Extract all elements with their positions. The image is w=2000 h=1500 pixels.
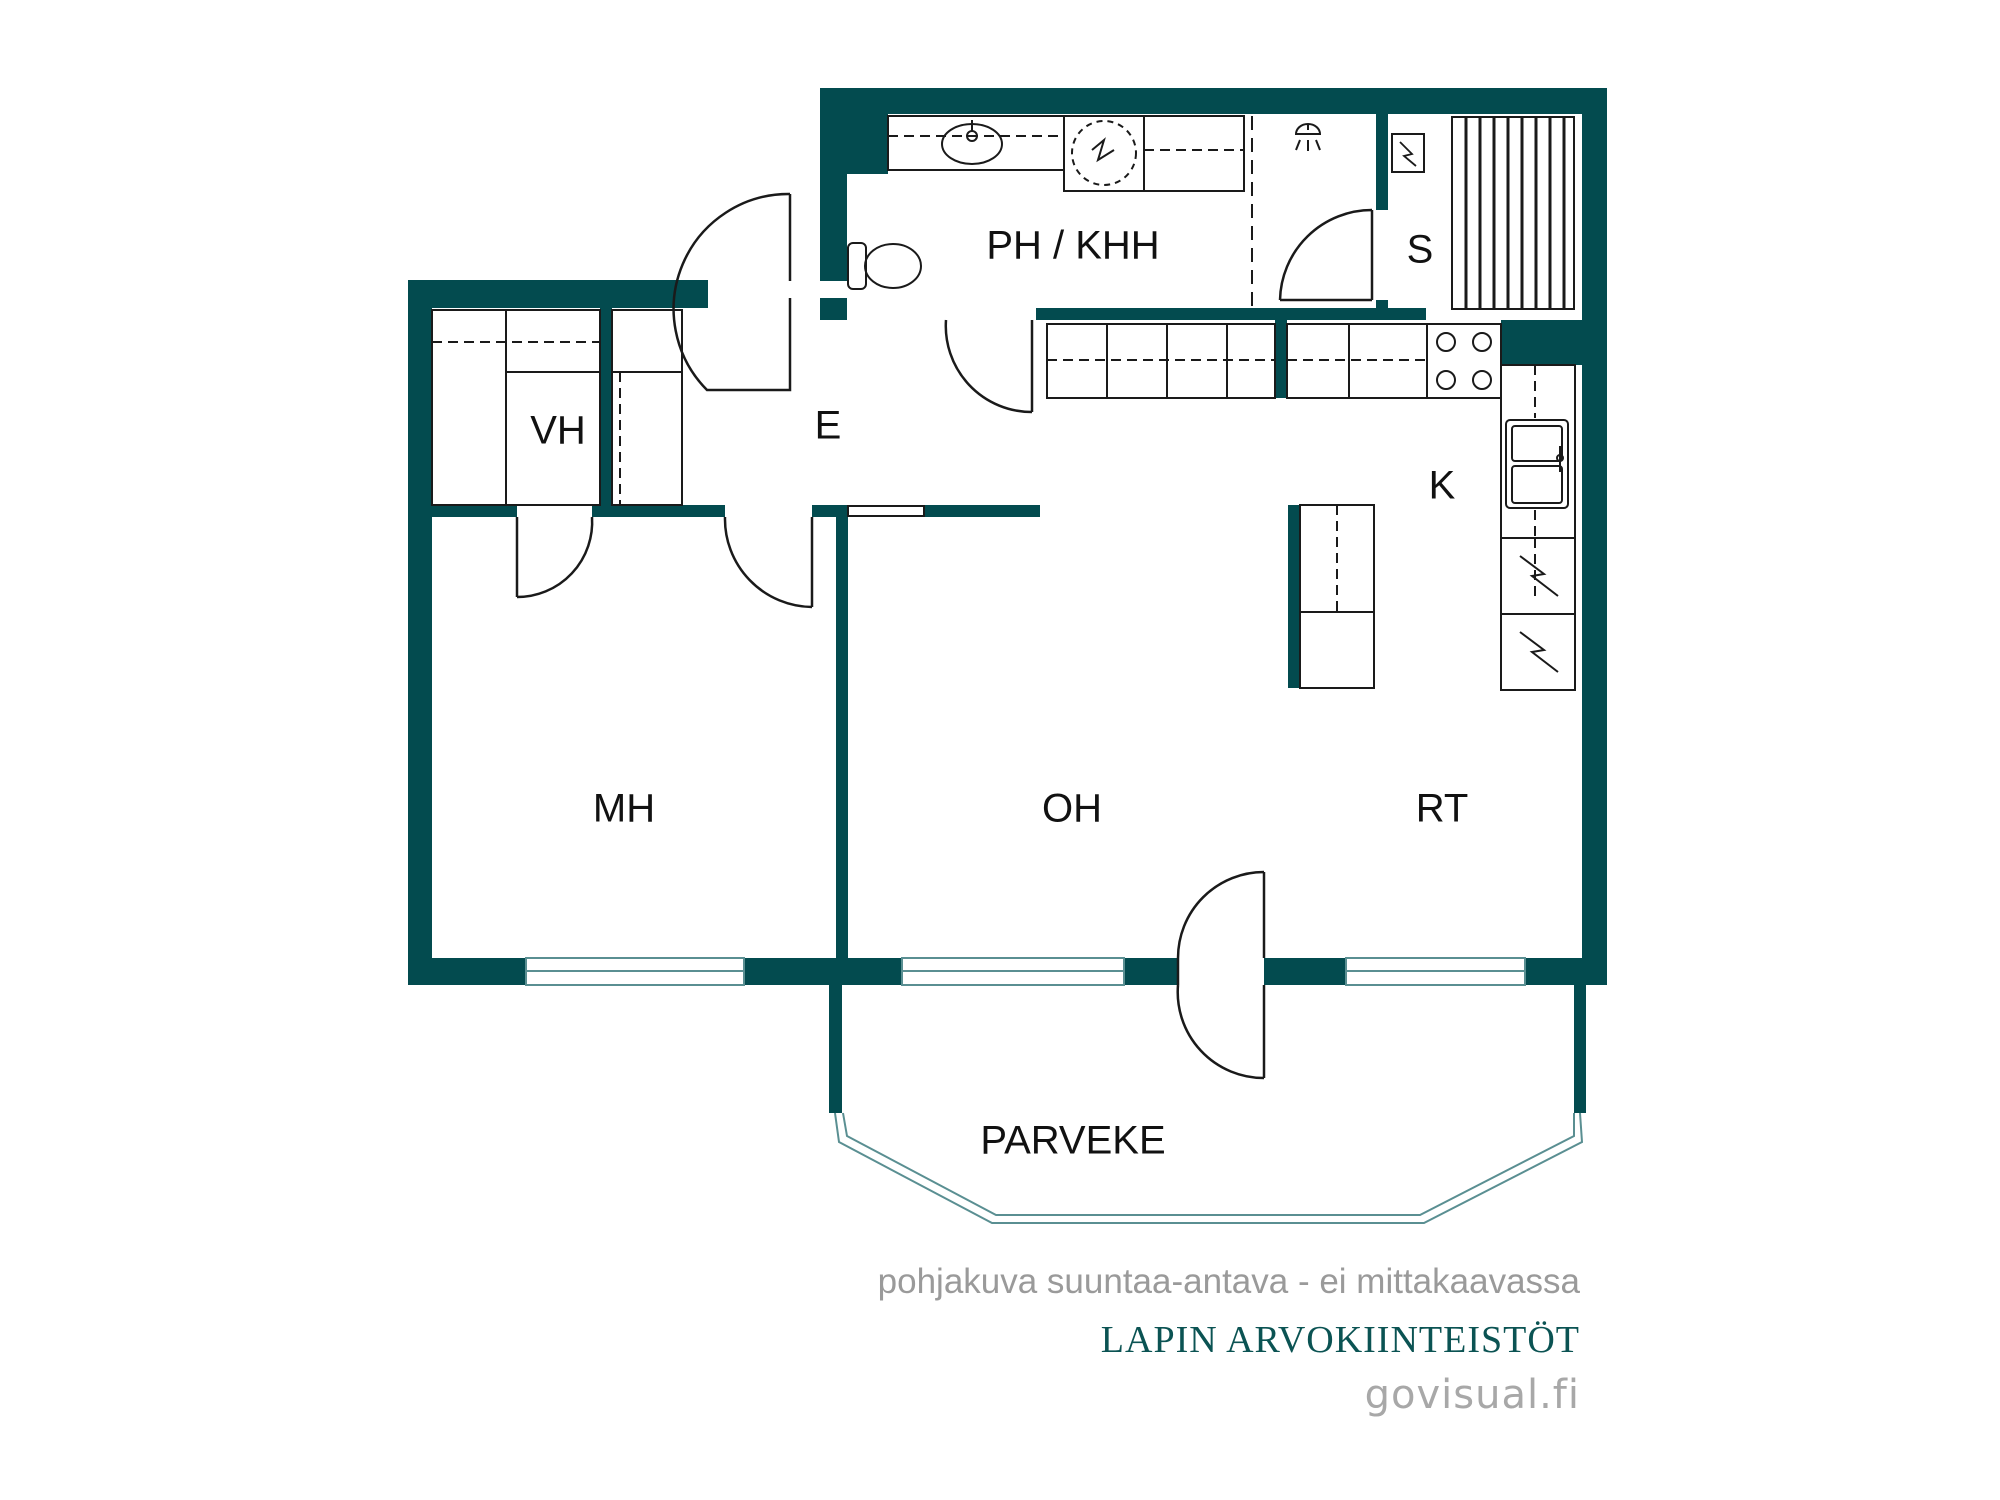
label-k: K bbox=[1429, 464, 1456, 508]
wall-balcony-left bbox=[829, 985, 842, 1113]
room-labels: PH / KHH S VH E K MH OH RT PARVEKE bbox=[530, 224, 1468, 1163]
kitchen-counter-side bbox=[1500, 364, 1576, 691]
door-mh[interactable] bbox=[723, 516, 814, 609]
wall-bottom-5 bbox=[1525, 958, 1607, 985]
wall-bath-bottom bbox=[1036, 308, 1426, 320]
label-mh: MH bbox=[593, 787, 655, 831]
doors bbox=[515, 192, 1374, 1080]
hall-opening-frame bbox=[847, 505, 925, 517]
stove-icon bbox=[1426, 323, 1502, 399]
kitchen-sink-icon bbox=[1505, 419, 1569, 509]
balcony-glazing-outer bbox=[834, 1112, 1584, 1224]
dishwasher-icon bbox=[1501, 537, 1575, 600]
wall-bottom-2 bbox=[744, 958, 902, 985]
wall-right-outer bbox=[1582, 88, 1607, 985]
wall-left-outer bbox=[408, 280, 432, 985]
wardrobe-vh bbox=[431, 309, 601, 506]
label-ph-khh: PH / KHH bbox=[986, 224, 1159, 268]
walls bbox=[408, 88, 1607, 1113]
wall-balcony-right bbox=[1574, 985, 1586, 1113]
entrance-door-swing[interactable] bbox=[672, 192, 792, 392]
washing-machine-icon bbox=[1063, 115, 1145, 192]
closet-door-vh[interactable] bbox=[515, 516, 594, 599]
label-s: S bbox=[1407, 228, 1434, 272]
wall-bottom-4 bbox=[1264, 958, 1346, 985]
disclaimer-note: pohjakuva suuntaa-antava - ei mittakaava… bbox=[877, 1262, 1580, 1301]
wall-mh-oh bbox=[836, 505, 848, 985]
bathroom-door[interactable] bbox=[944, 319, 1034, 414]
windows bbox=[525, 957, 1584, 1224]
wall-bath-left-lower bbox=[820, 298, 847, 320]
wall-sauna-divider-lower bbox=[1376, 300, 1388, 320]
laundry-counter bbox=[1143, 115, 1245, 192]
hall-closet bbox=[611, 309, 683, 506]
site-link[interactable]: govisual.fi bbox=[1364, 1372, 1580, 1418]
wall-sauna-divider bbox=[1376, 114, 1388, 210]
wall-upper-divider bbox=[1275, 320, 1287, 398]
kitchen-island bbox=[1299, 504, 1375, 689]
label-vh: VH bbox=[530, 409, 586, 453]
wall-left-top bbox=[408, 280, 708, 308]
wall-hall-mh-3 bbox=[812, 505, 836, 517]
wall-vh-right bbox=[600, 308, 612, 508]
wall-bath-left-stub bbox=[847, 114, 888, 174]
sauna-stove-icon bbox=[1391, 133, 1425, 173]
wall-bath-left bbox=[820, 88, 847, 281]
label-e: E bbox=[815, 404, 842, 448]
sauna-bench-slats bbox=[1464, 117, 1566, 309]
brand-name: LAPIN ARVOKIINTEISTÖT bbox=[1100, 1319, 1580, 1361]
sauna-bench bbox=[1451, 116, 1575, 310]
wall-kitchen-corner bbox=[1501, 320, 1582, 365]
label-oh: OH bbox=[1042, 787, 1102, 831]
wall-bottom-1 bbox=[408, 958, 526, 985]
fridge-icon bbox=[1501, 613, 1575, 673]
wall-bottom-3 bbox=[1124, 958, 1178, 985]
wall-hall-mh-2 bbox=[592, 505, 725, 517]
sauna-door[interactable] bbox=[1278, 208, 1374, 302]
wall-bath-top bbox=[820, 88, 1607, 114]
balcony-door[interactable] bbox=[1176, 870, 1266, 1080]
label-rt: RT bbox=[1416, 787, 1469, 831]
label-parveke: PARVEKE bbox=[980, 1119, 1165, 1163]
wall-hall-mh-1 bbox=[432, 505, 517, 517]
toilet-icon bbox=[847, 242, 922, 290]
shower-icon bbox=[1294, 123, 1322, 151]
balcony-glazing-inner bbox=[842, 1112, 1575, 1216]
wall-island bbox=[1288, 505, 1300, 688]
wall-hall-oh bbox=[924, 505, 1040, 517]
sink-icon bbox=[941, 120, 1003, 165]
